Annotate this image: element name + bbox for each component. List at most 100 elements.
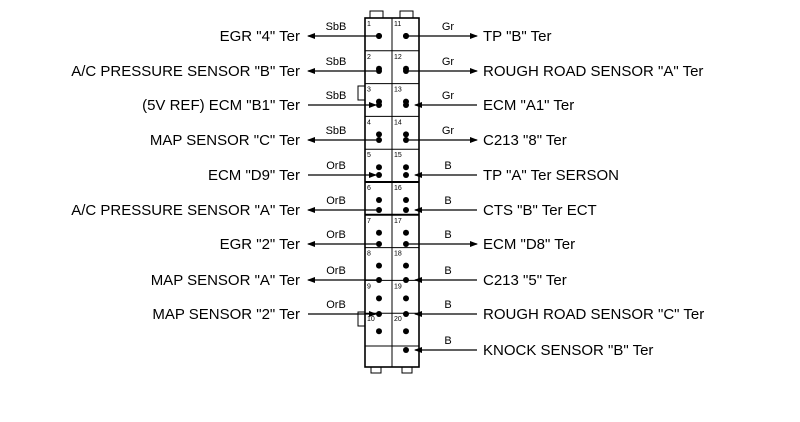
pin-number: 4 — [367, 119, 371, 126]
left-terminal-label: MAP SENSOR "A" Ter — [151, 272, 300, 289]
left-wire-color: SbB — [326, 90, 347, 102]
pin-number: 16 — [394, 185, 402, 192]
pin-number: 17 — [394, 218, 402, 225]
wire-junction-dot — [403, 33, 409, 39]
right-terminal-label: ECM "D8" Ter — [483, 236, 575, 253]
right-terminal-label: CTS "B" Ter ECT — [483, 202, 597, 219]
pin-number: 10 — [367, 316, 375, 323]
left-terminal-label: (5V REF) ECM "B1" Ter — [142, 97, 300, 114]
left-wire-color: SbB — [326, 21, 347, 33]
wire-junction-dot — [376, 33, 382, 39]
pin-number: 20 — [394, 316, 402, 323]
pin-number: 7 — [367, 218, 371, 225]
left-wire-color: SbB — [326, 125, 347, 137]
pin-dot — [376, 131, 382, 138]
connector-side-tab — [357, 85, 366, 101]
wire-junction-dot — [403, 277, 409, 283]
right-terminal-label: TP "B" Ter — [483, 28, 551, 45]
pin-number: 6 — [367, 185, 371, 192]
pin-number: 15 — [394, 152, 402, 159]
pin-dot — [403, 131, 409, 138]
left-terminal-label: EGR "4" Ter — [220, 28, 300, 45]
left-wire-color: OrB — [326, 160, 346, 172]
connector-tab — [399, 10, 414, 19]
connector-tab — [369, 10, 384, 19]
pin-dot — [376, 164, 382, 171]
pin-dot — [376, 295, 382, 302]
pin-number: 5 — [367, 152, 371, 159]
right-wire-color: B — [444, 299, 451, 311]
wire-junction-dot — [403, 172, 409, 178]
right-wire-color: Gr — [442, 125, 455, 137]
pin-number: 19 — [394, 283, 402, 290]
right-wire-color: Gr — [442, 90, 455, 102]
pin-dot — [403, 164, 409, 171]
pin-number: 9 — [367, 283, 371, 290]
connector-latch — [370, 366, 382, 374]
pin-number: 18 — [394, 251, 402, 258]
left-wire-color: OrB — [326, 299, 346, 311]
wire-junction-dot — [403, 102, 409, 108]
right-wire-color: B — [444, 229, 451, 241]
pin-dot — [403, 262, 409, 269]
left-wire-color: OrB — [326, 265, 346, 277]
pin-dot — [376, 328, 382, 335]
wire-junction-dot — [403, 207, 409, 213]
pin-number: 1 — [367, 21, 371, 28]
connector-side-tab — [357, 311, 366, 327]
wire-junction-dot — [403, 311, 409, 317]
right-terminal-label: C213 "8" Ter — [483, 132, 567, 149]
right-wire-color: B — [444, 160, 451, 172]
pin-dot — [403, 295, 409, 302]
right-wire-color: Gr — [442, 21, 455, 33]
left-wire-color: OrB — [326, 229, 346, 241]
right-terminal-label: ROUGH ROAD SENSOR "C" Ter — [483, 306, 704, 323]
right-wire-color: B — [444, 335, 451, 347]
pin-dot — [403, 197, 409, 203]
right-wire-color: B — [444, 265, 451, 277]
wire-junction-dot — [376, 68, 382, 74]
left-wire-color: SbB — [326, 56, 347, 68]
pin-number: 11 — [394, 21, 401, 28]
pin-dot — [376, 197, 382, 203]
right-terminal-label: KNOCK SENSOR "B" Ter — [483, 342, 653, 359]
left-terminal-label: MAP SENSOR "2" Ter — [152, 306, 300, 323]
pin-dot — [403, 229, 409, 236]
left-terminal-label: MAP SENSOR "C" Ter — [150, 132, 300, 149]
pin-number: 13 — [394, 87, 402, 94]
wire-junction-dot — [376, 241, 382, 247]
left-terminal-label: EGR "2" Ter — [220, 236, 300, 253]
wire-junction-dot — [403, 347, 409, 353]
pin-dot — [403, 328, 409, 335]
wire-junction-dot — [376, 207, 382, 213]
pin-number: 3 — [367, 87, 371, 94]
right-terminal-label: TP "A" Ter SERSON — [483, 167, 619, 184]
pin-number: 8 — [367, 251, 371, 258]
wire-junction-dot — [376, 137, 382, 143]
wire-junction-dot — [376, 172, 382, 178]
right-wire-color: Gr — [442, 56, 455, 68]
right-terminal-label: ECM "A1" Ter — [483, 97, 574, 114]
wire-junction-dot — [376, 311, 382, 317]
pin-number: 14 — [394, 119, 402, 126]
connector-latch — [401, 366, 413, 374]
wire-junction-dot — [403, 241, 409, 247]
wire-junction-dot — [376, 277, 382, 283]
right-wire-color: B — [444, 195, 451, 207]
right-terminal-label: C213 "5" Ter — [483, 272, 567, 289]
pin-number: 2 — [367, 54, 371, 61]
wire-junction-dot — [376, 102, 382, 108]
right-terminal-label: ROUGH ROAD SENSOR "A" Ter — [483, 63, 703, 80]
left-wire-color: OrB — [326, 195, 346, 207]
pin-dot — [376, 229, 382, 236]
left-terminal-label: ECM "D9" Ter — [208, 167, 300, 184]
pin-dot — [376, 262, 382, 269]
left-terminal-label: A/C PRESSURE SENSOR "B" Ter — [71, 63, 300, 80]
pin-number: 12 — [394, 54, 402, 61]
wire-junction-dot — [403, 137, 409, 143]
wire-junction-dot — [403, 68, 409, 74]
